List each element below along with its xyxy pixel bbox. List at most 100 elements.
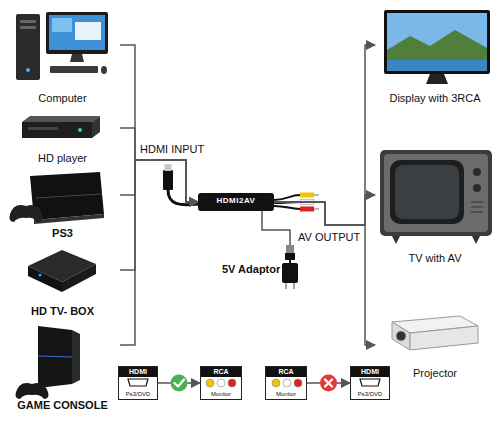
device-node: GAME CONSOLE xyxy=(5,322,120,412)
device-node: Display with 3RCA xyxy=(375,5,495,105)
ps3-illustration xyxy=(34,214,104,224)
crt-tv-illustration xyxy=(390,160,464,224)
dvd-player-illustration xyxy=(92,116,100,138)
tv-box-illustration xyxy=(62,264,96,292)
rca-jack-symbol xyxy=(272,379,280,387)
ps3-illustration xyxy=(10,205,43,222)
crt-tv-illustration xyxy=(395,165,459,219)
game-console-illustration xyxy=(38,326,72,388)
computer-illustration xyxy=(16,14,40,80)
connector-label: Ps3/DVD xyxy=(119,391,157,398)
device-label: GAME CONSOLE xyxy=(5,399,120,412)
rca-jack-symbol xyxy=(283,379,291,387)
hdmi-plug-illustration xyxy=(163,164,198,205)
tv-box-illustration xyxy=(28,266,62,292)
display-illustration xyxy=(387,30,487,71)
rca-plugs-illustration xyxy=(274,206,300,209)
computer-illustration xyxy=(20,20,36,23)
computer-illustration xyxy=(101,66,107,74)
crt-tv-illustration xyxy=(471,207,483,208)
rca-jack-symbol xyxy=(217,379,225,387)
signal-label: HDMI INPUT xyxy=(140,143,212,156)
tv-box-illustration xyxy=(39,274,42,277)
dvd-player-illustration xyxy=(22,116,100,138)
device-label: TV with AV xyxy=(375,252,495,265)
rca-plugs-illustration xyxy=(300,207,314,212)
projector-illustration xyxy=(396,331,406,341)
device-node: PS3 xyxy=(5,168,120,240)
signal-connector xyxy=(158,382,200,384)
power-adaptor-illustration xyxy=(285,253,295,260)
connector-label: HDMI xyxy=(351,367,389,377)
rca-plugs-illustration xyxy=(300,193,314,198)
computer-illustration xyxy=(50,66,98,73)
adaptor-node: 5V Adaptor xyxy=(222,245,307,295)
power-adaptor-illustration xyxy=(289,260,291,263)
dvd-player-illustration xyxy=(28,127,58,130)
ps3-illustration xyxy=(36,194,102,198)
tv-box-illustration xyxy=(28,250,96,292)
crt-tv-illustration xyxy=(472,236,480,244)
computer-illustration xyxy=(52,18,72,32)
connector-box: HDMIPs3/DVD xyxy=(350,366,390,400)
crt-tv-illustration xyxy=(471,212,483,213)
computer-illustration xyxy=(26,68,30,72)
dvd-player-illustration xyxy=(78,128,82,132)
cross-symbol xyxy=(320,375,337,392)
signal-connector xyxy=(274,45,375,225)
hdmi-plug-illustration xyxy=(165,164,172,171)
rca-plugs-illustration xyxy=(274,195,300,200)
connector-group xyxy=(120,45,375,383)
device-label: HD TV- BOX xyxy=(5,305,120,318)
crt-tv-illustration xyxy=(473,184,481,192)
ps3-illustration xyxy=(10,172,105,224)
signal-connector xyxy=(262,211,290,245)
check-symbol xyxy=(175,380,185,387)
rca-jack-symbol xyxy=(206,379,214,387)
cross-symbol xyxy=(320,375,337,392)
check-symbol xyxy=(171,375,188,392)
connector-label: RCA xyxy=(266,367,306,377)
dvd-player-illustration xyxy=(22,122,92,138)
dvd-player-illustration xyxy=(22,116,100,122)
device-node: HD player xyxy=(5,110,120,165)
display-illustration xyxy=(387,13,487,71)
computer-illustration xyxy=(75,22,101,40)
signal-connector xyxy=(307,382,350,384)
computer-illustration xyxy=(46,12,108,54)
power-adaptor-illustration xyxy=(286,245,294,253)
hdmi-port-symbol xyxy=(360,379,380,386)
device-node: HD TV- BOX xyxy=(5,243,120,318)
display-illustration xyxy=(384,10,490,74)
hdmi-port-symbol xyxy=(128,379,148,386)
crt-tv-illustration xyxy=(392,236,400,244)
device-label: Projector xyxy=(375,367,495,380)
display-illustration xyxy=(426,74,448,84)
connector-label: Monitor xyxy=(201,391,241,398)
check-symbol xyxy=(171,375,188,392)
adaptor-label: 5V Adaptor xyxy=(222,263,284,276)
connector-box: RCA Monitor xyxy=(265,366,307,400)
rca-plugs-illustration xyxy=(314,194,319,196)
signal-connector xyxy=(120,160,198,345)
display-illustration xyxy=(387,60,487,71)
device-label: PS3 xyxy=(5,227,120,240)
signal-connector xyxy=(274,202,375,345)
connector-label: HDMI xyxy=(119,367,157,377)
game-console-illustration xyxy=(72,330,80,384)
signal-label: AV OUTPUT xyxy=(298,231,366,244)
connector-label: RCA xyxy=(201,367,241,377)
connector-label: Monitor xyxy=(266,391,306,398)
game-console-illustration xyxy=(38,356,72,357)
power-adaptor-illustration xyxy=(293,283,295,289)
power-adaptor-illustration xyxy=(285,283,287,289)
device-label: HD player xyxy=(5,152,120,165)
crt-tv-illustration xyxy=(384,154,488,232)
converter-label: HDMI2AV xyxy=(198,196,274,205)
crt-tv-illustration xyxy=(380,150,492,244)
rca-jack-symbol xyxy=(228,379,236,387)
